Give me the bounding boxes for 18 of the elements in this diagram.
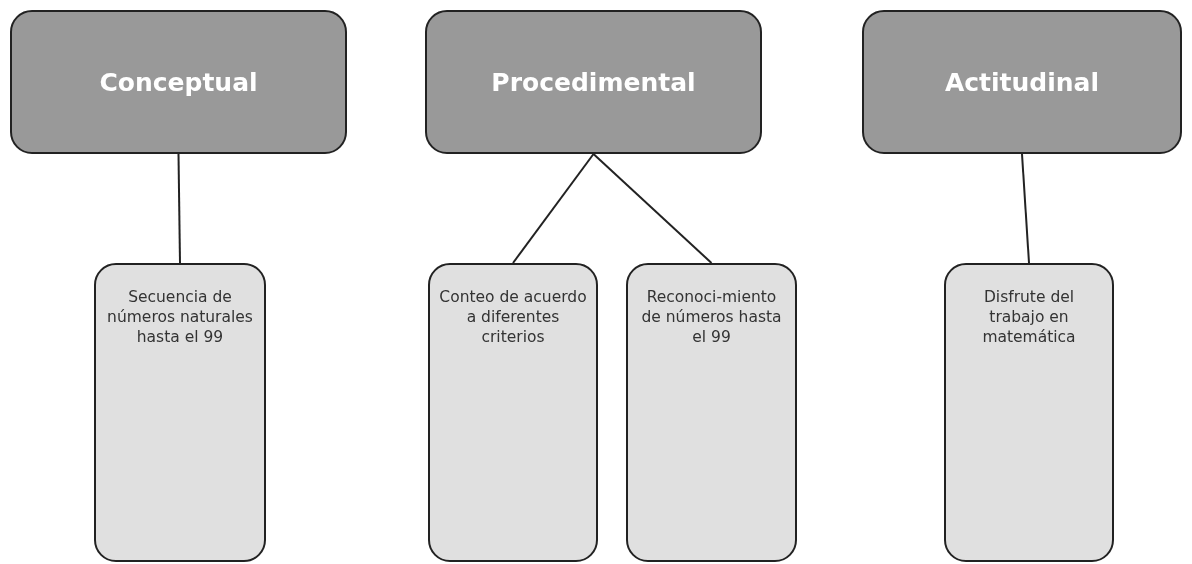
category-title: Procedimental xyxy=(491,67,696,97)
content-text: Reconoci-miento de números hasta el 99 xyxy=(640,287,783,348)
content-box xyxy=(428,263,598,562)
content-box xyxy=(94,263,266,562)
content-text: Secuencia de números naturales hasta el 99 xyxy=(106,287,254,348)
connector-line xyxy=(512,153,595,264)
category-box xyxy=(10,10,347,154)
content-text: Disfrute del trabajo en matemática xyxy=(981,287,1077,348)
content-box xyxy=(944,263,1114,562)
content-box xyxy=(626,263,797,562)
connector-line xyxy=(177,153,181,264)
category-box xyxy=(862,10,1182,154)
category-title: Actitudinal xyxy=(944,67,1100,97)
connector-line xyxy=(592,153,713,264)
content-text: Conteo de acuerdo a diferentes criterios xyxy=(438,287,588,348)
category-box xyxy=(425,10,762,154)
category-title: Conceptual xyxy=(99,67,258,97)
connector-line xyxy=(1021,153,1030,264)
